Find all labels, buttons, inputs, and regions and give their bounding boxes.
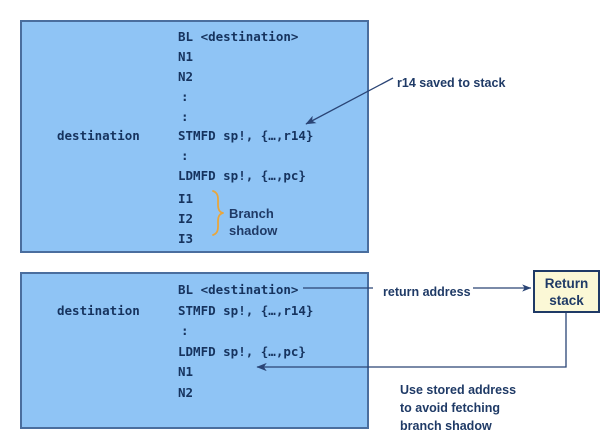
top-block-line-6: : [181, 148, 189, 163]
top-block-line-2: N2 [178, 69, 194, 84]
bottom-block-line-3: LDMFD sp!, {…,pc} [178, 344, 306, 359]
top-block-line-0: BL <destination> [178, 29, 299, 44]
bottom-block-destination-label: destination [57, 303, 140, 318]
return-stack-box: Return stack [533, 270, 600, 313]
top-block-line-8: I1 [178, 191, 194, 206]
annotation-return-address: return address [383, 285, 471, 299]
return-stack-label-line2: stack [549, 292, 584, 308]
top-block-line-7: LDMFD sp!, {…,pc} [178, 168, 306, 183]
bottom-block-line-5: N2 [178, 385, 194, 400]
annotation-r14-saved-to-stack: r14 saved to stack [397, 76, 506, 90]
annotation-use-stored-line2: to avoid fetching [400, 401, 500, 415]
bottom-block-line-0: BL <destination> [178, 282, 299, 297]
top-block-line-1: N1 [178, 49, 194, 64]
branch-shadow-label-line2: shadow [229, 223, 278, 238]
top-block-line-4: : [181, 109, 189, 124]
top-block-line-5: STMFD sp!, {…,r14} [178, 128, 314, 143]
top-block-line-10: I3 [178, 231, 194, 246]
annotation-use-stored-line3: branch shadow [400, 419, 492, 433]
annotation-use-stored-line1: Use stored address [400, 383, 517, 397]
top-block-line-3: : [181, 89, 189, 104]
return-stack-label-line1: Return [544, 275, 589, 291]
top-code-block [20, 20, 369, 253]
top-block-line-9: I2 [178, 211, 194, 226]
bottom-block-line-2: : [181, 323, 189, 338]
bottom-block-line-1: STMFD sp!, {…,r14} [178, 303, 314, 318]
branch-shadow-label-line1: Branch [229, 206, 274, 221]
top-block-destination-label: destination [57, 128, 140, 143]
bottom-block-line-4: N1 [178, 364, 194, 379]
